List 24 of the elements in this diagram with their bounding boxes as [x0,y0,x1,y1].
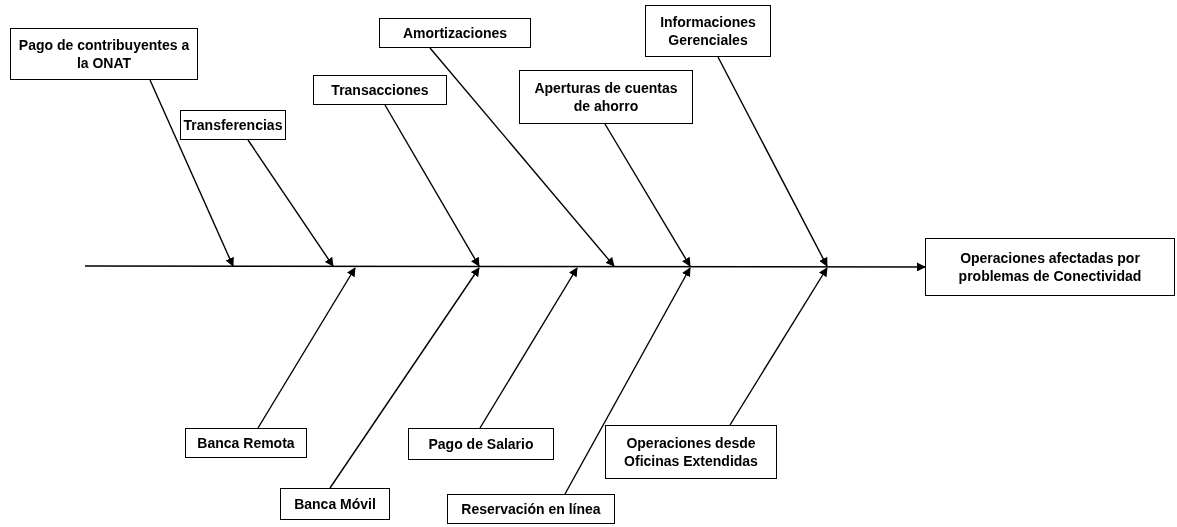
cause-box: Reservación en línea [447,494,615,524]
bone-arrow [429,47,615,267]
cause-box: Transferencias [180,110,286,140]
bone-arrow [717,56,828,267]
cause-box: Transacciones [313,75,447,105]
bone-arrow [329,267,480,489]
bone-arrow [257,267,356,429]
bone-arrow [384,104,480,267]
cause-box: Aperturas de cuentas de ahorro [519,70,693,124]
cause-box: Informaciones Gerenciales [645,5,771,57]
cause-box: Amortizaciones [379,18,531,48]
spine-arrow [84,262,926,272]
bone-arrow [247,139,334,267]
cause-box: Operaciones desde Oficinas Extendidas [605,425,777,479]
cause-box: Pago de Salario [408,428,554,460]
effect-box: Operaciones afectadas por problemas de Conectividad [925,238,1175,296]
cause-box: Pago de contribuyentes a la ONAT [10,28,198,80]
bone-arrow [564,267,691,495]
cause-box: Banca Móvil [280,488,390,520]
bone-arrow [729,267,828,426]
bone-arrow [479,267,578,429]
bone-arrow [604,123,691,267]
cause-box: Banca Remota [185,428,307,458]
bone-arrow [149,79,234,267]
